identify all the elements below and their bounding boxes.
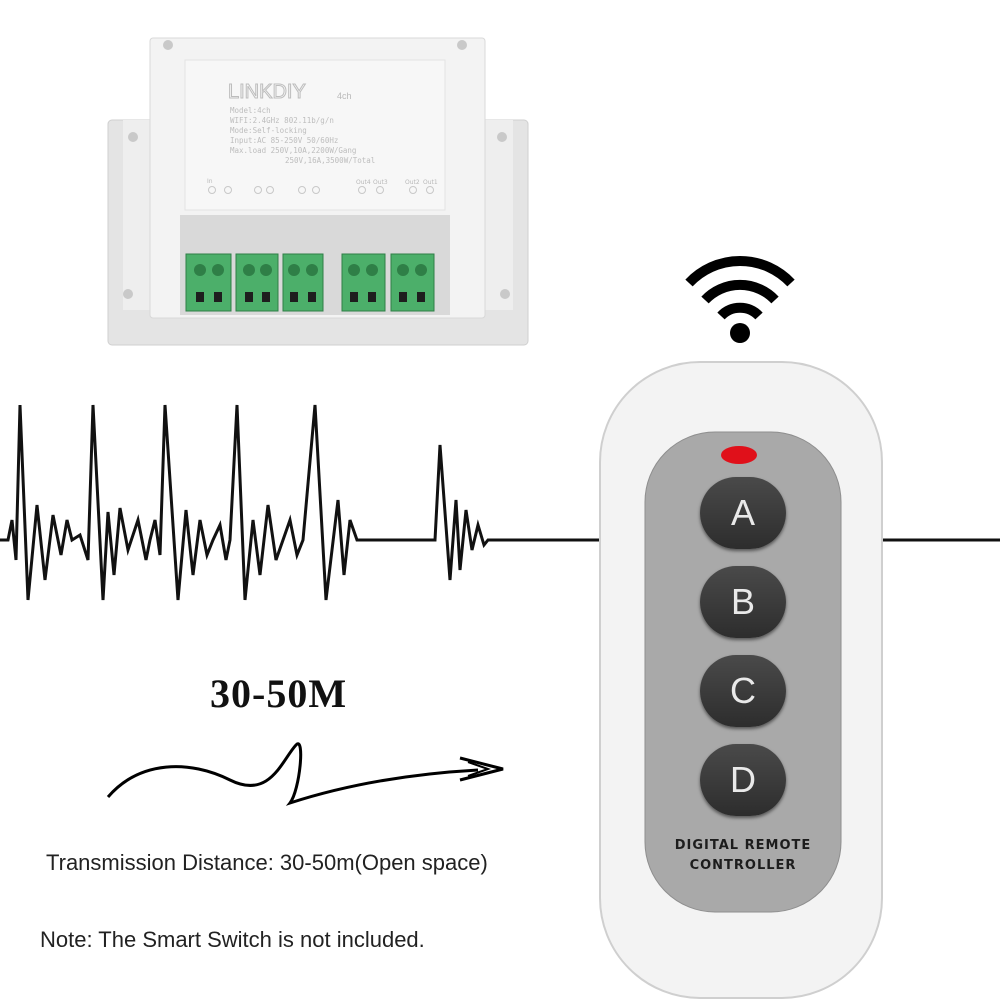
distance-label: 30-50M xyxy=(210,671,348,716)
relay-spec-line: Mode:Self-locking xyxy=(230,126,307,135)
terminal-label: Out4 xyxy=(356,179,371,186)
terminal-label: Out1 xyxy=(423,179,438,186)
wifi-signal-icon xyxy=(685,256,795,343)
smart-switch-module: LINKDIY 4ch Model:4ch WIFI:2.4GHz 802.11… xyxy=(107,37,529,346)
signal-arrow-icon xyxy=(106,742,504,806)
remote-label-line1: DIGITAL REMOTE xyxy=(674,838,812,853)
relay-brand: LINKDIY xyxy=(228,81,306,103)
remote-button-c[interactable]: C xyxy=(700,655,786,727)
transmission-caption: Transmission Distance: 30-50m(Open space… xyxy=(46,850,488,875)
remote-label-line2: CONTROLLER xyxy=(689,858,797,873)
signal-waveform xyxy=(0,404,1000,601)
note-text: Note: The Smart Switch is not included. xyxy=(40,927,425,952)
terminal-blocks xyxy=(185,253,435,312)
terminal-label: Out3 xyxy=(373,179,388,186)
remote-button-d[interactable]: D xyxy=(700,744,786,816)
relay-model-suffix: 4ch xyxy=(337,91,352,101)
terminal-label: Out2 xyxy=(405,179,420,186)
relay-spec-line: Max.load 250V,10A,2200W/Gang xyxy=(230,146,356,155)
relay-spec-line: Model:4ch xyxy=(230,106,271,115)
remote-button-a[interactable]: A xyxy=(700,477,786,549)
relay-spec-line: Input:AC 85-250V 50/60Hz xyxy=(230,136,338,145)
terminal-label: In xyxy=(207,178,213,185)
relay-spec-line: WIFI:2.4GHz 802.11b/g/n xyxy=(230,116,334,125)
indicator-led xyxy=(721,446,757,464)
remote-button-b[interactable]: B xyxy=(700,566,786,638)
relay-spec-line: 250V,16A,3500W/Total xyxy=(285,156,375,165)
